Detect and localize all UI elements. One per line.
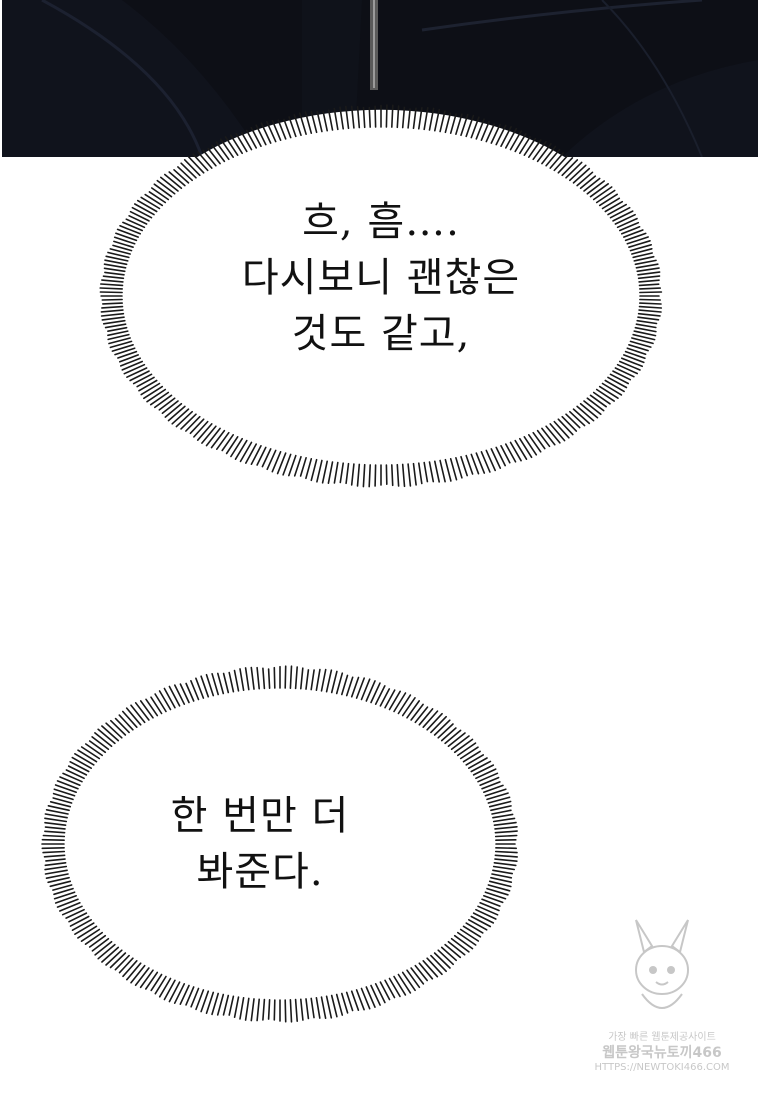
burst-outline-1 <box>99 104 663 488</box>
watermark-line-3: HTTPS://NEWTOKI466.COM <box>594 1062 730 1073</box>
bubble-2-text: 한 번만 더 봐준다. <box>0 788 526 900</box>
burst-outline-2 <box>41 665 519 1023</box>
bubble-1-line-2: 다시보니 괜찮은 <box>241 255 521 301</box>
bubble-1-line-3: 것도 같고, <box>291 311 471 357</box>
bubble-2-line-1: 한 번만 더 <box>170 793 350 839</box>
bubble-2-line-2: 봐준다. <box>196 849 324 895</box>
bubble-1-text: 흐, 흠…. 다시보니 괜찮은 것도 같고, <box>92 194 670 362</box>
dark-panel <box>2 0 758 157</box>
watermark-line-2: 웹툰왕국뉴토끼466 <box>602 1045 722 1061</box>
mascot-icon <box>635 919 689 1009</box>
dark-panel-art <box>2 0 758 157</box>
speech-bubble-2: 한 번만 더 봐준다. <box>34 658 526 1030</box>
speech-bubble-1: 흐, 흠…. 다시보니 괜찮은 것도 같고, <box>92 97 670 495</box>
site-watermark: 가장 빠른 웹툰제공사이트 웹툰왕국뉴토끼466 HTTPS://NEWTOKI… <box>592 910 732 1085</box>
bubble-1-line-1: 흐, 흠…. <box>302 199 460 245</box>
watermark-line-1: 가장 빠른 웹툰제공사이트 <box>608 1032 716 1043</box>
